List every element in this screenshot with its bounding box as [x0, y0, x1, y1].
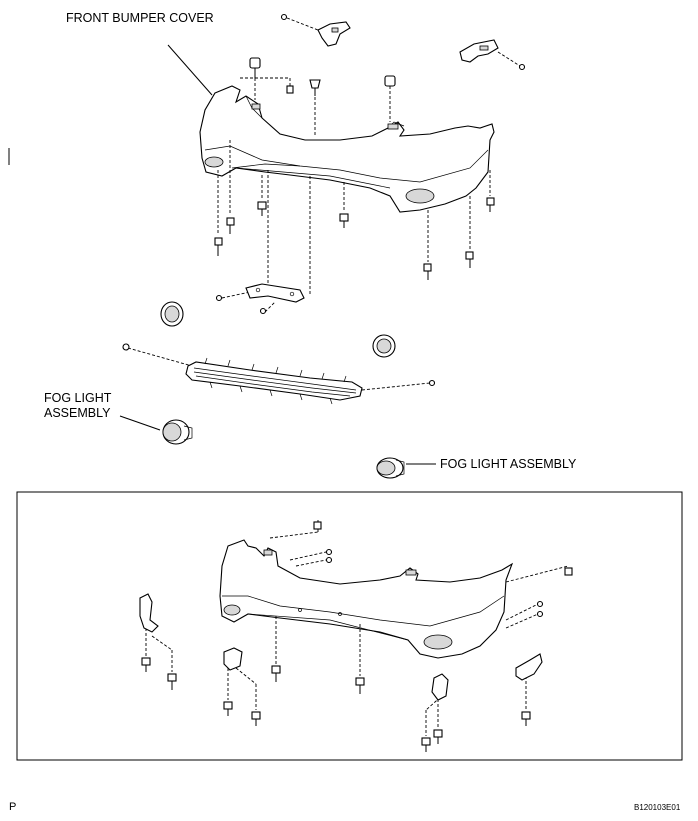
inset-brackets: [139, 593, 543, 701]
footer-left-code: P: [9, 801, 17, 813]
label-front-bumper-cover: FRONT BUMPER COVER: [66, 11, 214, 25]
leader-front-bumper-cover: [167, 44, 213, 96]
label-fog-light-left-line1: FOG LIGHT: [44, 391, 112, 405]
lower-grille: [185, 357, 363, 405]
top-fastener-lines: [127, 17, 521, 391]
fog-light-assembly-left: [162, 419, 193, 445]
leader-fog-light-left: [119, 415, 161, 431]
inset-frame: [16, 491, 683, 761]
fog-light-cover-right: [372, 334, 396, 358]
center-bracket: [245, 283, 305, 303]
bumper-bracket-right-top: [459, 39, 499, 63]
inset-fastener-clips: [141, 521, 573, 752]
fog-light-cover-left: [160, 301, 184, 327]
front-bumper-cover-part: [199, 85, 495, 213]
fastener-clips-top: [122, 13, 526, 387]
footer-right-code: B120103E01: [634, 803, 681, 812]
label-fog-light-left-line2: ASSEMBLY: [44, 406, 111, 420]
bumper-bracket-left-top: [317, 21, 351, 47]
label-fog-light-right: FOG LIGHT ASSEMBLY: [440, 457, 577, 471]
inset-bumper-cover-part: [219, 539, 514, 659]
fog-light-assembly-right: [376, 457, 405, 479]
